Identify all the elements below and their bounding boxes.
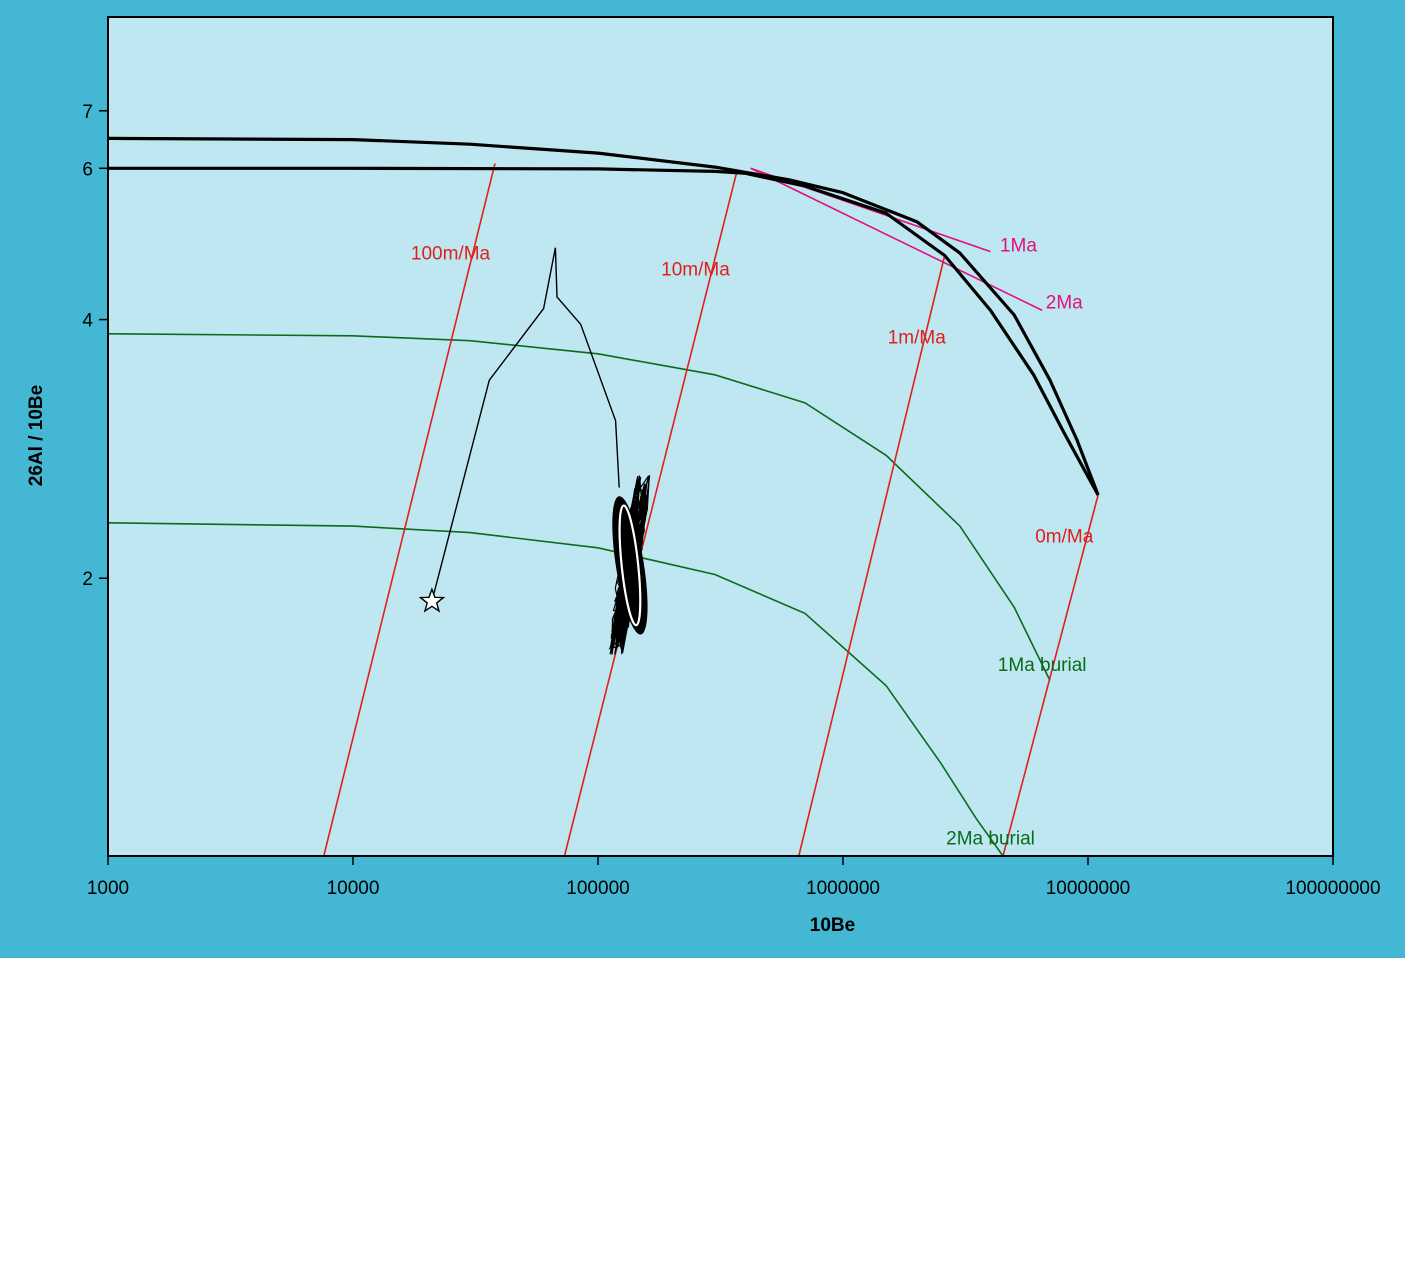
annotation-label: 1m/Ma [888, 328, 947, 349]
plot-area [108, 17, 1333, 856]
plot-frame [107, 16, 1334, 857]
x-tick-label: 100000000 [1285, 878, 1380, 899]
erosion-line-1 [323, 163, 496, 856]
x-tick-label: 10000 [327, 878, 380, 899]
envelope-curve-upper [108, 136, 1100, 496]
chart-svg: 100m/Ma 10m/Ma 1m/Ma 0m/Ma 1Ma 2Ma 1Ma burial 2… [26, 16, 1381, 936]
annotation-label: 100m/Ma [411, 243, 491, 264]
annotation-label: 10m/Ma [661, 260, 730, 281]
time-line-2 [750, 167, 1043, 312]
y-tick-label: 4 [82, 311, 93, 332]
mc-cloud-core [612, 496, 648, 635]
burial-curve-1 [108, 333, 1051, 681]
chart-figure: 100m/Ma 10m/Ma 1m/Ma 0m/Ma 1Ma 2Ma 1Ma burial 2… [0, 0, 1405, 958]
x-tick-label: 1000000 [806, 878, 880, 899]
x-axis-title: 10Be [810, 915, 855, 936]
erosion-line-3 [798, 255, 946, 856]
x-tick-label: 100000 [566, 878, 629, 899]
y-tick-label: 6 [82, 159, 93, 180]
y-tick-label: 7 [82, 102, 93, 123]
x-tick-label: 1000 [87, 878, 129, 899]
erosion-line-4 [1002, 494, 1099, 856]
y-axis-title: 26Al / 10Be [26, 385, 47, 486]
plot-content: 100m/Ma 10m/Ma 1m/Ma 0m/Ma 1Ma 2Ma 1Ma burial 2… [108, 136, 1100, 856]
x-tick-label: 10000000 [1046, 878, 1131, 899]
envelope-curve-lower [108, 166, 1100, 496]
annotation-label: 2Ma [1046, 293, 1083, 314]
star-marker [418, 587, 446, 613]
burial-curve-2 [108, 522, 1004, 856]
annotation-label: 1Ma [1000, 236, 1037, 257]
error-ellipse [618, 504, 642, 627]
annotation-label: 0m/Ma [1035, 527, 1094, 548]
sample-path [431, 247, 620, 602]
y-tick-label: 2 [82, 569, 93, 590]
annotation-label: 2Ma burial [946, 828, 1035, 849]
erosion-line-2 [563, 170, 738, 856]
annotation-label: 1Ma burial [998, 655, 1087, 676]
